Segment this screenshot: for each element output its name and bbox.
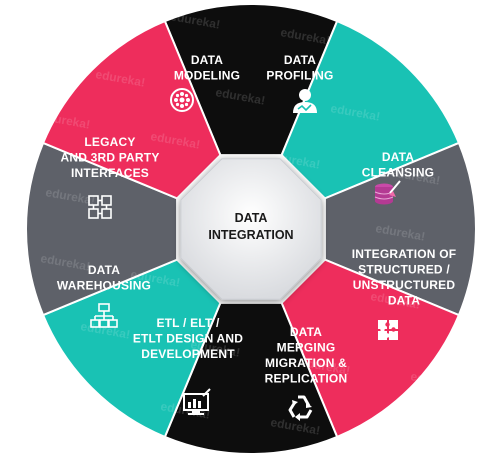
center-title-line-2: INTEGRATION — [208, 228, 293, 242]
label-legacy-interfaces-line-1: LEGACY — [84, 135, 135, 149]
segments-layer — [25, 3, 477, 455]
center-hub: DATA INTEGRATION — [180, 158, 322, 300]
label-data-cleansing-line-2: CLEANSING — [362, 166, 434, 180]
label-data-profiling-line-1: DATA — [284, 53, 316, 67]
labels-layer: DATA MODELING DATA PROFILING DATA CLEANSING IN… — [57, 53, 456, 386]
segment-data-warehousing — [25, 141, 179, 317]
label-etl-design-line-3: DEVELOPMENT — [141, 347, 235, 361]
network-icon — [170, 88, 194, 112]
label-data-warehousing-line-2: WAREHOUSING — [57, 279, 151, 293]
segment-legacy-interfaces — [41, 19, 222, 200]
center-title-line-1: DATA — [235, 211, 268, 225]
label-etl-design-line-2: ETLT DESIGN AND — [133, 332, 243, 346]
segment-data-cleansing — [323, 141, 477, 317]
label-data-merging-line-3: MIGRATION & — [265, 356, 347, 370]
label-integration-structured-line-1: INTEGRATION OF — [352, 247, 457, 261]
recycle-icon — [288, 395, 313, 421]
label-data-profiling-line-2: PROFILING — [266, 69, 333, 83]
label-integration-structured-line-4: DATA — [388, 294, 420, 308]
label-integration-structured-line-3: UNSTRUCTURED — [353, 278, 456, 292]
monitor-chart-icon — [183, 388, 211, 415]
label-data-merging-line-4: REPLICATION — [265, 372, 348, 386]
label-data-cleansing-line-1: DATA — [382, 150, 414, 164]
label-legacy-interfaces-line-2: AND 3RD PARTY — [60, 151, 159, 165]
hierarchy-icon — [90, 303, 118, 328]
database-brush-icon — [374, 180, 401, 205]
label-data-modeling-line-2: MODELING — [174, 69, 240, 83]
segment-etl-design — [41, 258, 222, 439]
watermark-text: edureka! — [409, 369, 461, 391]
label-data-warehousing-line-1: DATA — [88, 263, 120, 277]
user-profile-icon — [293, 89, 317, 113]
label-etl-design-line-1: ETL / ELT / — [156, 316, 220, 330]
segment-data-profiling — [280, 19, 461, 200]
label-integration-structured-line-2: STRUCTURED / — [358, 263, 450, 277]
center-octagon — [180, 158, 322, 300]
label-data-merging-line-1: DATA — [290, 325, 322, 339]
puzzle-icon — [378, 320, 398, 340]
label-data-modeling-line-1: DATA — [191, 53, 223, 67]
blocks-icon — [88, 195, 112, 219]
segment-integration-structured — [280, 258, 461, 439]
icons-layer — [88, 88, 401, 421]
label-legacy-interfaces-line-3: INTERFACES — [71, 166, 149, 180]
segment-data-modeling — [163, 3, 339, 157]
label-data-merging-line-2: MERGING — [277, 341, 336, 355]
